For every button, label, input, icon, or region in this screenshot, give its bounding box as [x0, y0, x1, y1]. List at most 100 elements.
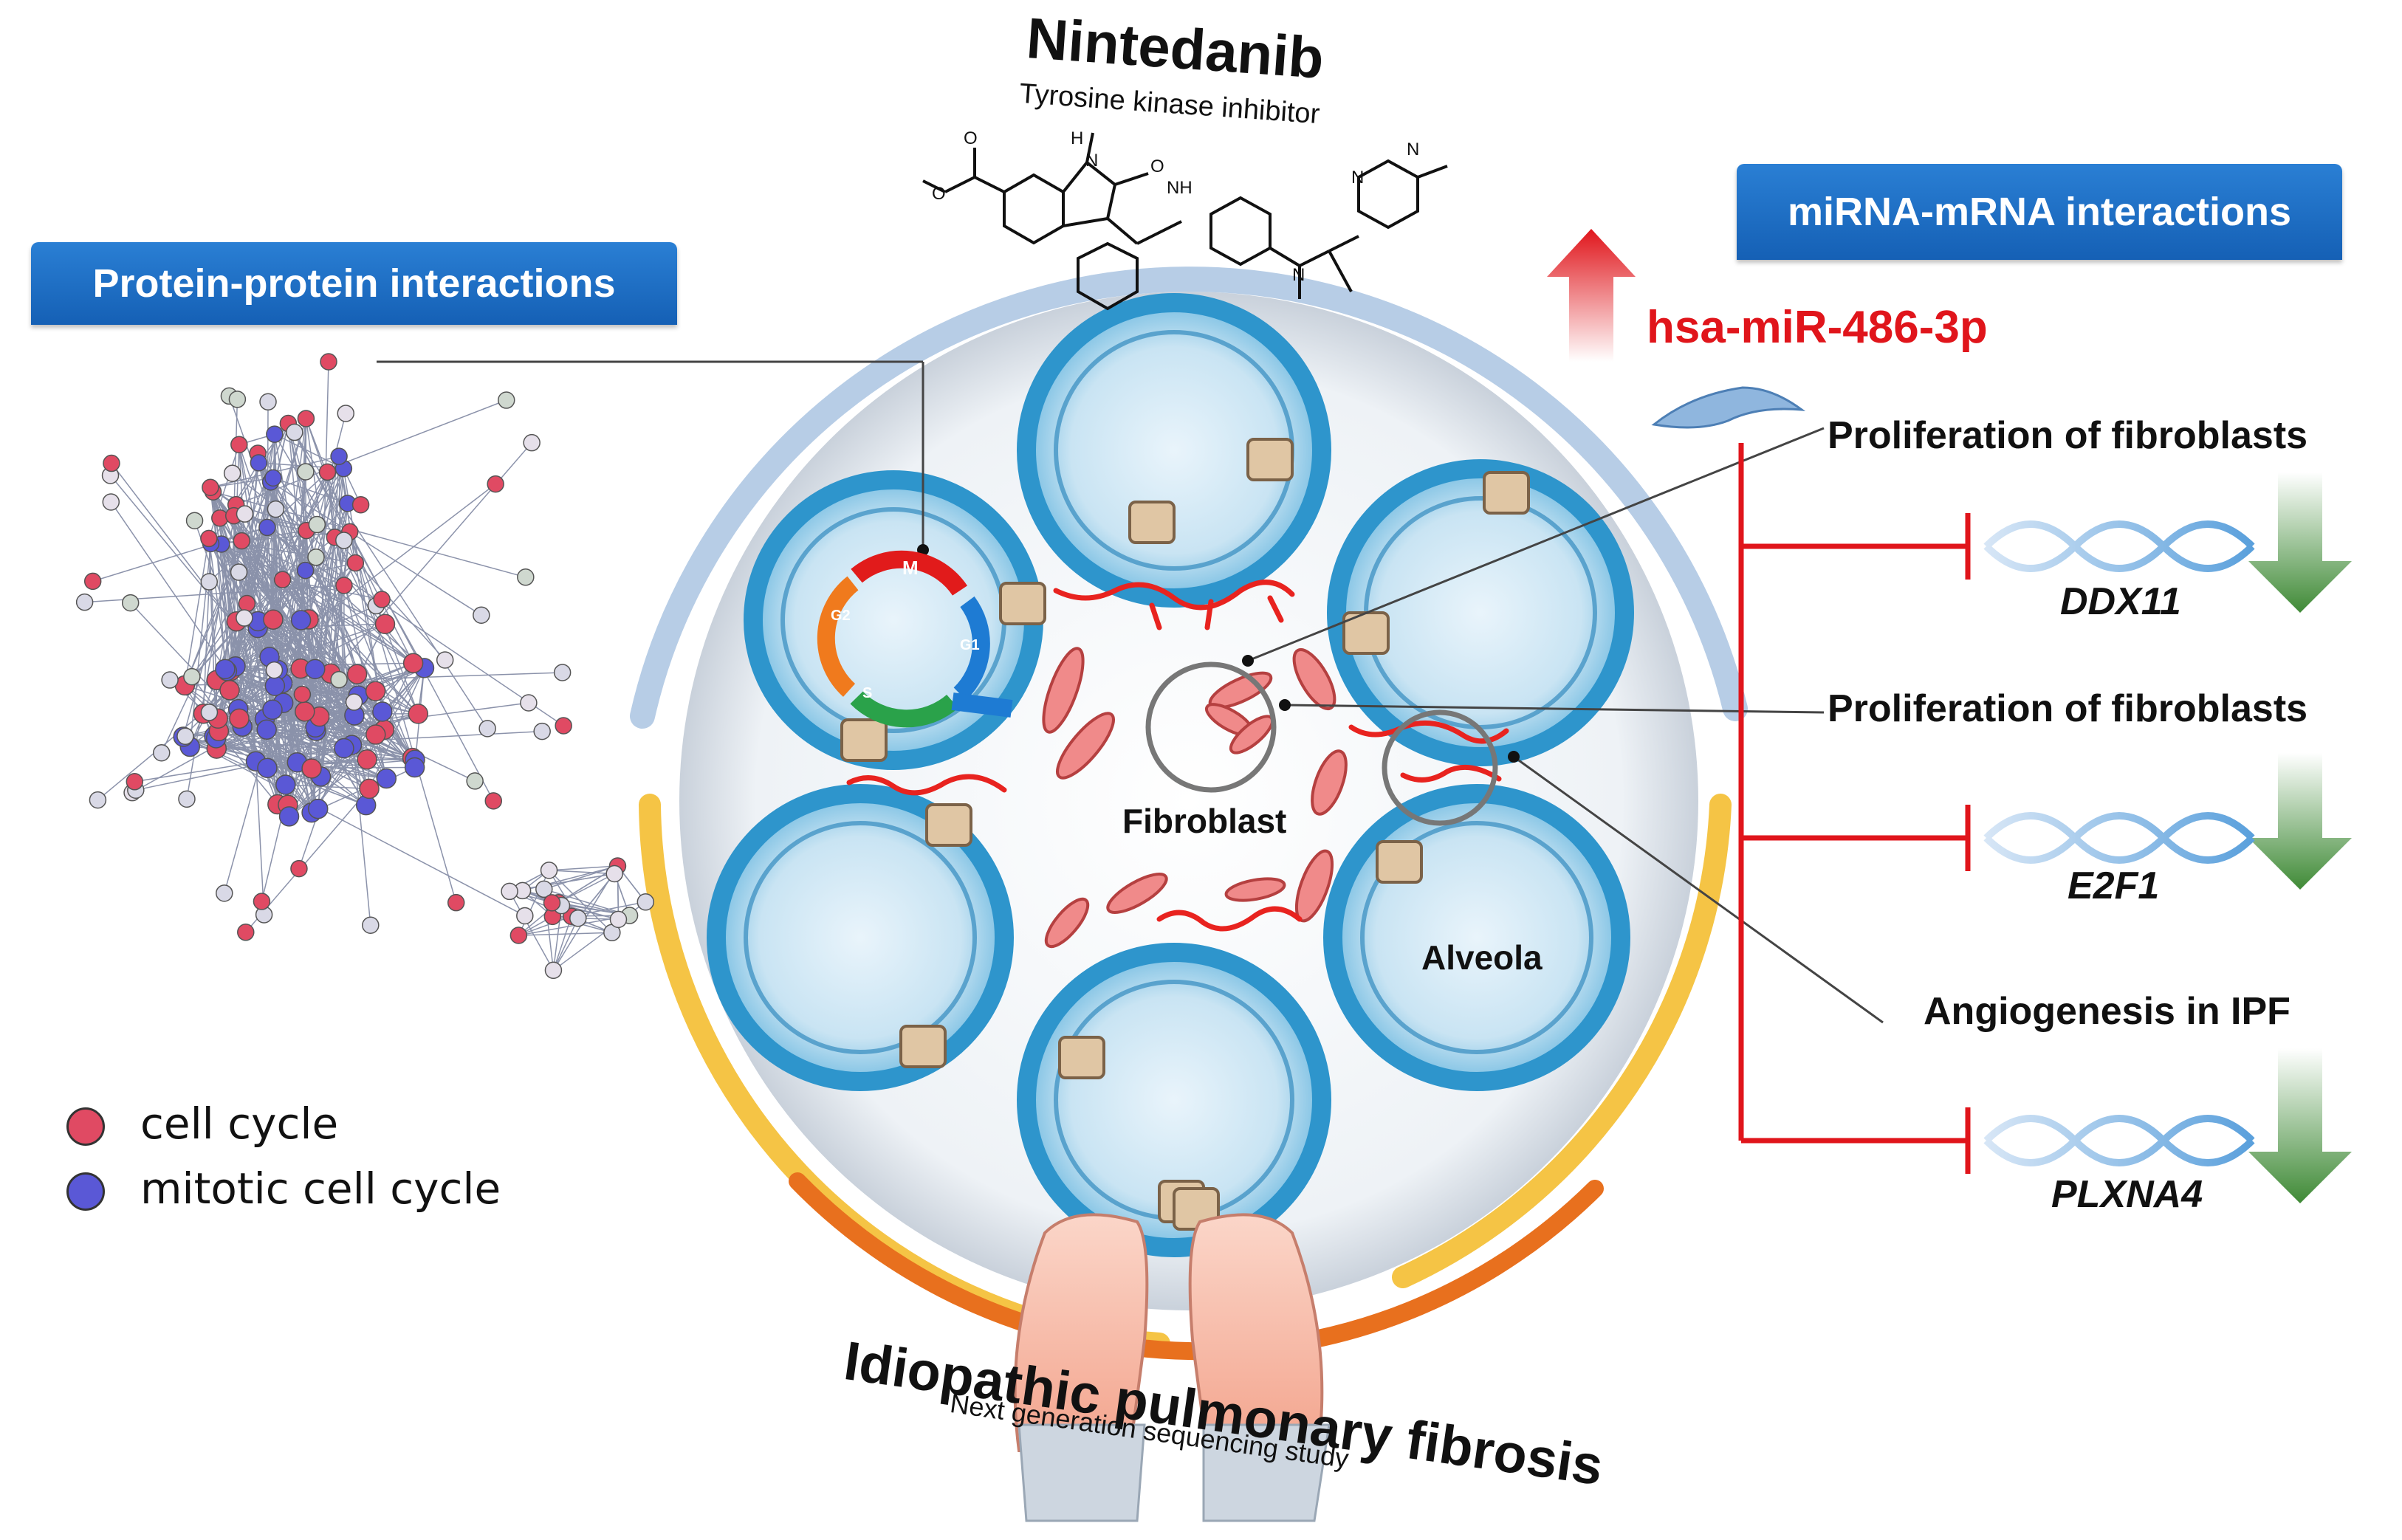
ppi-node	[121, 594, 140, 612]
ppi-edge	[552, 916, 572, 971]
ppi-node	[569, 910, 587, 927]
target-2-process: Proliferation of fibroblasts	[1828, 687, 2308, 730]
ppi-node	[236, 505, 254, 523]
ppi-edge	[184, 503, 349, 686]
mirna-icon	[1651, 386, 1806, 429]
ppi-node	[230, 563, 248, 581]
ppi-node	[273, 571, 292, 588]
ppi-edge	[134, 747, 345, 783]
ppi-node	[320, 353, 337, 371]
ppi-node	[357, 749, 377, 770]
ppi-edge	[213, 491, 526, 578]
ppi-edge	[239, 444, 265, 915]
ppi-node	[498, 391, 515, 409]
ppi-node	[516, 907, 534, 925]
legend-mitotic-label: mitotic cell cycle	[140, 1163, 501, 1214]
ppi-node	[501, 882, 518, 901]
ppi-node	[263, 609, 284, 630]
mirna-panel-header: miRNA-mRNA interactions	[1737, 164, 2342, 260]
ppi-edge	[267, 527, 332, 674]
ppi-edge	[549, 870, 613, 933]
ppi-node	[408, 704, 429, 724]
ppi-node	[346, 664, 368, 684]
ppi-node	[517, 568, 535, 586]
ppi-node	[295, 701, 315, 722]
ppi-node	[297, 410, 315, 427]
dna-icons	[1983, 520, 2255, 1166]
ppi-node	[275, 774, 296, 795]
lungs-icon	[1013, 1213, 1331, 1522]
svg-text:O: O	[1150, 157, 1164, 176]
ppi-edge	[233, 515, 350, 533]
ppi-node	[102, 493, 120, 511]
svg-text:N: N	[1085, 151, 1098, 171]
ppi-node	[264, 676, 286, 696]
ppi-edge	[318, 361, 329, 717]
ppi-node	[346, 554, 365, 572]
ppi-node	[256, 719, 277, 740]
ppi-node	[161, 671, 179, 689]
ppi-node	[359, 778, 380, 800]
ppi-edge	[282, 579, 425, 669]
ppi-node	[178, 790, 196, 808]
ppi-node	[402, 653, 424, 674]
ppi-edge	[208, 538, 218, 681]
ppi-node	[335, 577, 353, 594]
ppi-edge	[110, 501, 228, 672]
down-arrows	[2248, 472, 2352, 1203]
ppi-node	[266, 425, 284, 443]
nintedanib-structure-icon	[922, 132, 1448, 311]
ppi-node	[478, 720, 496, 738]
ppi-node	[520, 694, 538, 712]
ppi-edge	[184, 481, 272, 686]
ppi-node	[533, 722, 551, 740]
ppi-node	[176, 727, 194, 746]
ppi-node	[200, 529, 218, 548]
up-arrow-icon	[1547, 229, 1636, 362]
ppi-node	[362, 916, 380, 934]
ppi-node	[543, 894, 561, 912]
ppi-node	[366, 724, 386, 745]
ppi-node	[259, 393, 277, 411]
ppi-node	[404, 757, 425, 778]
ppi-node	[228, 391, 247, 408]
capillaries	[846, 580, 1509, 932]
ppi-node	[301, 758, 322, 779]
ppi-edge	[267, 527, 274, 620]
ppi-edge	[236, 503, 345, 541]
ppi-edge	[272, 477, 348, 504]
ppi-edge	[202, 543, 212, 714]
ppi-edge	[161, 527, 268, 754]
ppi-node	[374, 613, 396, 635]
ppi-node	[233, 532, 251, 550]
ppi-node	[330, 447, 348, 465]
ppi-node	[83, 572, 102, 591]
phase-g1: G1	[960, 637, 980, 653]
ppi-node	[351, 495, 370, 514]
phase-s: S	[862, 685, 872, 701]
ppi-node	[330, 670, 348, 689]
ppi-node	[236, 609, 253, 627]
target-3-gene: PLXNA4	[2051, 1173, 2203, 1216]
ppi-edge	[219, 518, 387, 779]
ppi-node	[484, 792, 503, 810]
ppi-node	[75, 593, 94, 611]
svg-text:N: N	[1407, 140, 1419, 159]
mirna-inhibition-lines	[1738, 443, 1971, 1174]
ppi-node	[229, 708, 250, 729]
fibroblasts	[1042, 647, 1348, 949]
ppi-node	[293, 685, 312, 704]
ppi-edge	[266, 729, 312, 814]
outer-arc-yellow-right	[1392, 794, 1732, 1288]
ppi-node	[365, 681, 386, 701]
ppi-node	[250, 454, 268, 472]
ppi-edge	[270, 481, 482, 616]
svg-text:N: N	[1351, 168, 1364, 188]
ppi-edge	[257, 527, 268, 622]
ppi-node	[335, 532, 353, 549]
ppi-node	[185, 512, 204, 529]
ppi-edge	[227, 605, 377, 672]
ppi-node	[544, 961, 563, 980]
svg-text:O: O	[964, 128, 978, 148]
ppi-edge	[130, 602, 240, 719]
